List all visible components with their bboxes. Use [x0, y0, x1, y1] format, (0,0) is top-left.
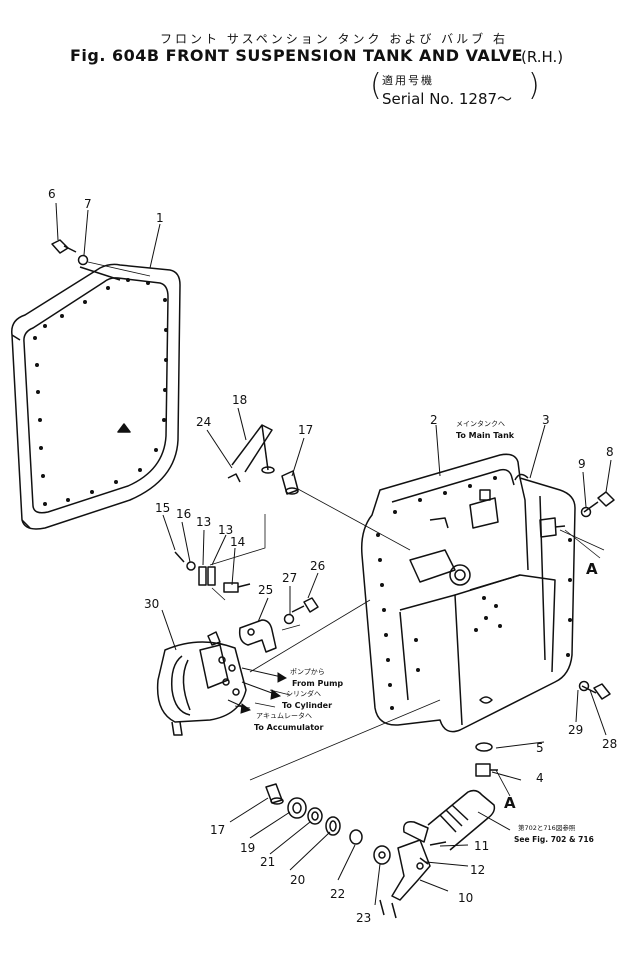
pin-part-15	[174, 551, 185, 563]
seal-part-21	[307, 807, 323, 825]
serial-label-japanese: 適用号機	[382, 74, 434, 87]
cover-bolt-holes	[33, 278, 168, 506]
callout-28: 28	[602, 737, 617, 751]
callout-21: 21	[260, 855, 275, 869]
see-figure-label-jp: 第702と716図参照	[518, 823, 576, 832]
rod-ends	[379, 899, 397, 919]
callouts: 1 2 3 4 5 6 7 8 9 10 11 12 13 13 14 15 1…	[48, 187, 617, 925]
main-tank-label-jp: メインタンクへ	[456, 419, 505, 428]
reference-a-lower: A	[504, 794, 516, 812]
annotations: メインタンクへ To Main Tank ポンプから From Pump シリン…	[254, 419, 594, 844]
leader-lines	[55, 202, 612, 906]
pin-part-18	[231, 424, 275, 474]
callout-2: 2	[430, 413, 438, 427]
to-accumulator-label-jp: アキュムレータへ	[256, 711, 312, 720]
washer-part-29	[578, 680, 590, 692]
o-ring-part-5	[475, 742, 493, 752]
pin-part-12	[419, 857, 429, 865]
valve-part-30	[156, 631, 247, 736]
lever-part-10	[391, 839, 431, 901]
callout-13-right: 13	[218, 523, 233, 537]
title-japanese: フロント サスペンション タンク および バルブ 右	[160, 32, 508, 46]
callout-27: 27	[282, 571, 297, 585]
callout-30: 30	[144, 597, 159, 611]
callout-4: 4	[536, 771, 544, 785]
serial-close-bracket: )	[528, 68, 540, 103]
callout-9: 9	[578, 457, 586, 471]
callout-19: 19	[240, 841, 255, 855]
bushing-part-17-lower	[265, 783, 284, 805]
callout-16: 16	[176, 507, 191, 521]
callout-26: 26	[310, 559, 325, 573]
to-cylinder-label-jp: シリンダへ	[286, 689, 321, 698]
callout-6: 6	[48, 187, 56, 201]
snap-ring-part-22	[349, 829, 363, 845]
callout-25: 25	[258, 583, 273, 597]
callout-23: 23	[356, 911, 371, 925]
callout-14: 14	[230, 535, 245, 549]
see-figure-label: See Fig. 702 & 716	[514, 835, 594, 844]
fitting-part-4	[475, 763, 498, 777]
tank-bolt-holes	[376, 476, 572, 710]
callout-20: 20	[290, 873, 305, 887]
callout-12: 12	[470, 863, 485, 877]
callout-11: 11	[474, 839, 489, 853]
bushing-part-17	[281, 470, 299, 495]
seal-part-20	[325, 816, 341, 836]
serial-number: Serial No. 1287～	[382, 90, 513, 108]
callout-17-upper: 17	[298, 423, 313, 437]
main-tank-label: To Main Tank	[456, 431, 515, 440]
cylinder-assembly	[402, 789, 496, 851]
bolt-part-11	[429, 841, 447, 846]
port-arrows	[227, 667, 288, 714]
callout-15: 15	[155, 501, 170, 515]
tank-part-2	[360, 453, 576, 733]
cover-plate-part-1	[11, 263, 181, 530]
callout-8: 8	[606, 445, 614, 459]
callout-29: 29	[568, 723, 583, 737]
callout-13-left: 13	[196, 515, 211, 529]
clip-part-24	[227, 473, 241, 483]
callout-5: 5	[536, 741, 544, 755]
callout-24: 24	[196, 415, 211, 429]
callout-18: 18	[232, 393, 247, 407]
washer-part-7	[77, 254, 89, 266]
serial-open-bracket: (	[370, 68, 382, 103]
from-pump-label-jp: ポンプから	[290, 668, 325, 676]
bolt-part-6	[51, 239, 77, 254]
bracket-part-25	[238, 619, 277, 653]
bolt-part-26	[291, 597, 319, 613]
callout-17-lower: 17	[210, 823, 225, 837]
to-accumulator-label: To Accumulator	[254, 723, 324, 732]
bolt-part-28	[581, 683, 611, 700]
callout-1: 1	[156, 211, 164, 225]
figure-title: Fig. 604B FRONT SUSPENSION TANK AND VALV…	[70, 46, 524, 65]
washer-part-16	[186, 561, 196, 571]
bolt-part-8	[583, 491, 615, 513]
callout-7: 7	[84, 197, 92, 211]
washer-part-23	[373, 845, 391, 865]
to-cylinder-label: To Cylinder	[282, 701, 332, 710]
callout-22: 22	[330, 887, 345, 901]
bolt-part-14	[223, 582, 251, 593]
washer-part-9	[580, 506, 592, 518]
bearing-part-19	[287, 797, 307, 819]
side-label: (R.H.)	[521, 48, 564, 66]
gaskets-part-13	[198, 566, 216, 586]
callout-3: 3	[542, 413, 550, 427]
reference-a-upper: A	[586, 560, 598, 578]
callout-10: 10	[458, 891, 473, 905]
from-pump-label: From Pump	[292, 679, 343, 688]
washer-part-27	[283, 613, 295, 625]
